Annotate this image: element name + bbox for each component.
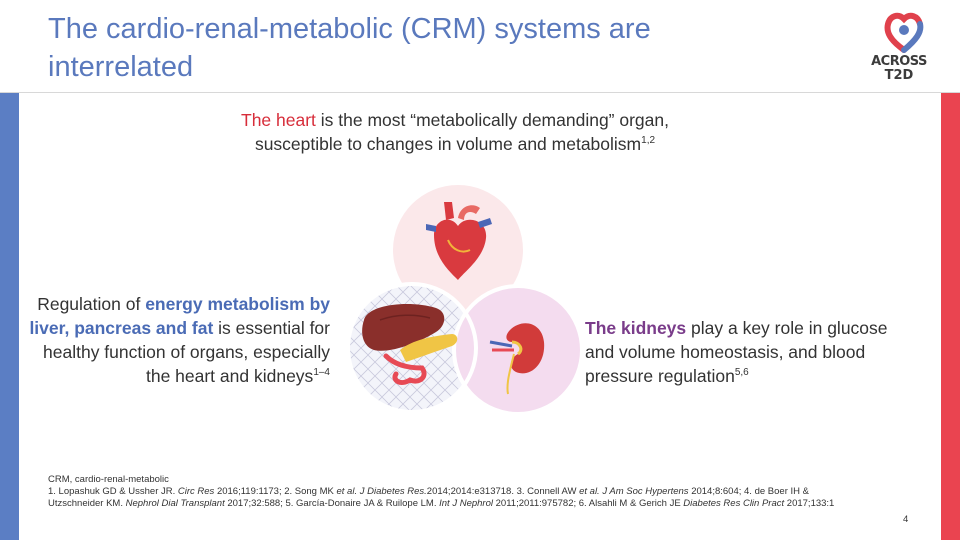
ref-1a: 1. Lopashuk GD & Ussher JR.: [48, 486, 178, 497]
ref-6b: 2017;133:1: [784, 498, 835, 509]
logo-text: ACROSS T2D: [864, 55, 934, 83]
ref-5-journal: Int J Nephrol: [439, 498, 493, 509]
footnote-references: CRM, cardio-renal-metabolic 1. Lopashuk …: [48, 474, 848, 510]
ref-2-journal: et al. J Diabetes Res.: [336, 486, 427, 497]
left-accent-bar: [0, 92, 19, 540]
crm-venn-diagram: [346, 185, 584, 416]
metabolism-refs: 1–4: [313, 367, 330, 379]
metabolism-part-1: Regulation of: [37, 294, 146, 314]
kidney-description: The kidneys play a key role in glucose a…: [585, 316, 915, 388]
metabolism-highlight: energy metabolism by liver, pancreas and…: [29, 294, 330, 338]
across-t2d-logo: ACROSS T2D: [864, 10, 934, 86]
kidney-highlight: The kidneys: [585, 318, 687, 338]
kidney-body: play a key role in glucose and volume ho…: [585, 318, 888, 386]
right-accent-bar: [941, 92, 960, 540]
ref-1-journal: Circ Res: [177, 486, 215, 497]
heart-body: is the most “metabolically demanding” or…: [254, 110, 669, 154]
ref-2b: 2014;2014:e313718. 3. Connell AW: [426, 486, 580, 497]
heart-description: The heart is the most “metabolically dem…: [225, 108, 685, 156]
heart-highlight: The heart: [241, 110, 316, 130]
footnote-citations: 1. Lopashuk GD & Ussher JR. Circ Res 201…: [48, 486, 848, 510]
ref-1b: 2016;119:1173; 2. Song MK: [214, 486, 337, 497]
kidney-circle: [454, 286, 582, 414]
ref-3b: 2014;8:604; 4. de Boer IH & Utzschneider…: [48, 486, 809, 509]
ref-6-journal: Diabetes Res Clin Pract: [683, 498, 785, 509]
ref-4-journal: Nephrol Dial Transplant: [125, 498, 225, 509]
ref-5b: 2011;2011:975782; 6. Alsahli M & Gerich …: [493, 498, 684, 509]
kidney-illustration-icon: [489, 323, 545, 395]
metabolism-description: Regulation of energy metabolism by liver…: [20, 292, 330, 388]
ref-4b: 2017;32:588; 5. García-Donaire JA & Ruil…: [224, 498, 440, 509]
heart-illustration-icon: [426, 202, 492, 280]
footnote-abbreviation: CRM, cardio-renal-metabolic: [48, 474, 169, 485]
logo-line-2: T2D: [884, 68, 914, 83]
metabolism-part-2: is essential for healthy function of org…: [43, 318, 330, 386]
liver-pancreas-illustration-icon: [362, 304, 458, 385]
logo-line-1: ACROSS: [871, 54, 927, 69]
across-t2d-logo-mark-icon: [884, 12, 924, 53]
kidney-refs: 5,6: [734, 367, 749, 379]
heart-refs: 1,2: [641, 135, 656, 147]
ref-3-journal: et al. J Am Soc Hypertens: [579, 486, 689, 497]
slide-title: The cardio-renal-metabolic (CRM) systems…: [48, 13, 651, 83]
page-number: 4: [903, 514, 909, 525]
title-divider: [0, 92, 960, 93]
